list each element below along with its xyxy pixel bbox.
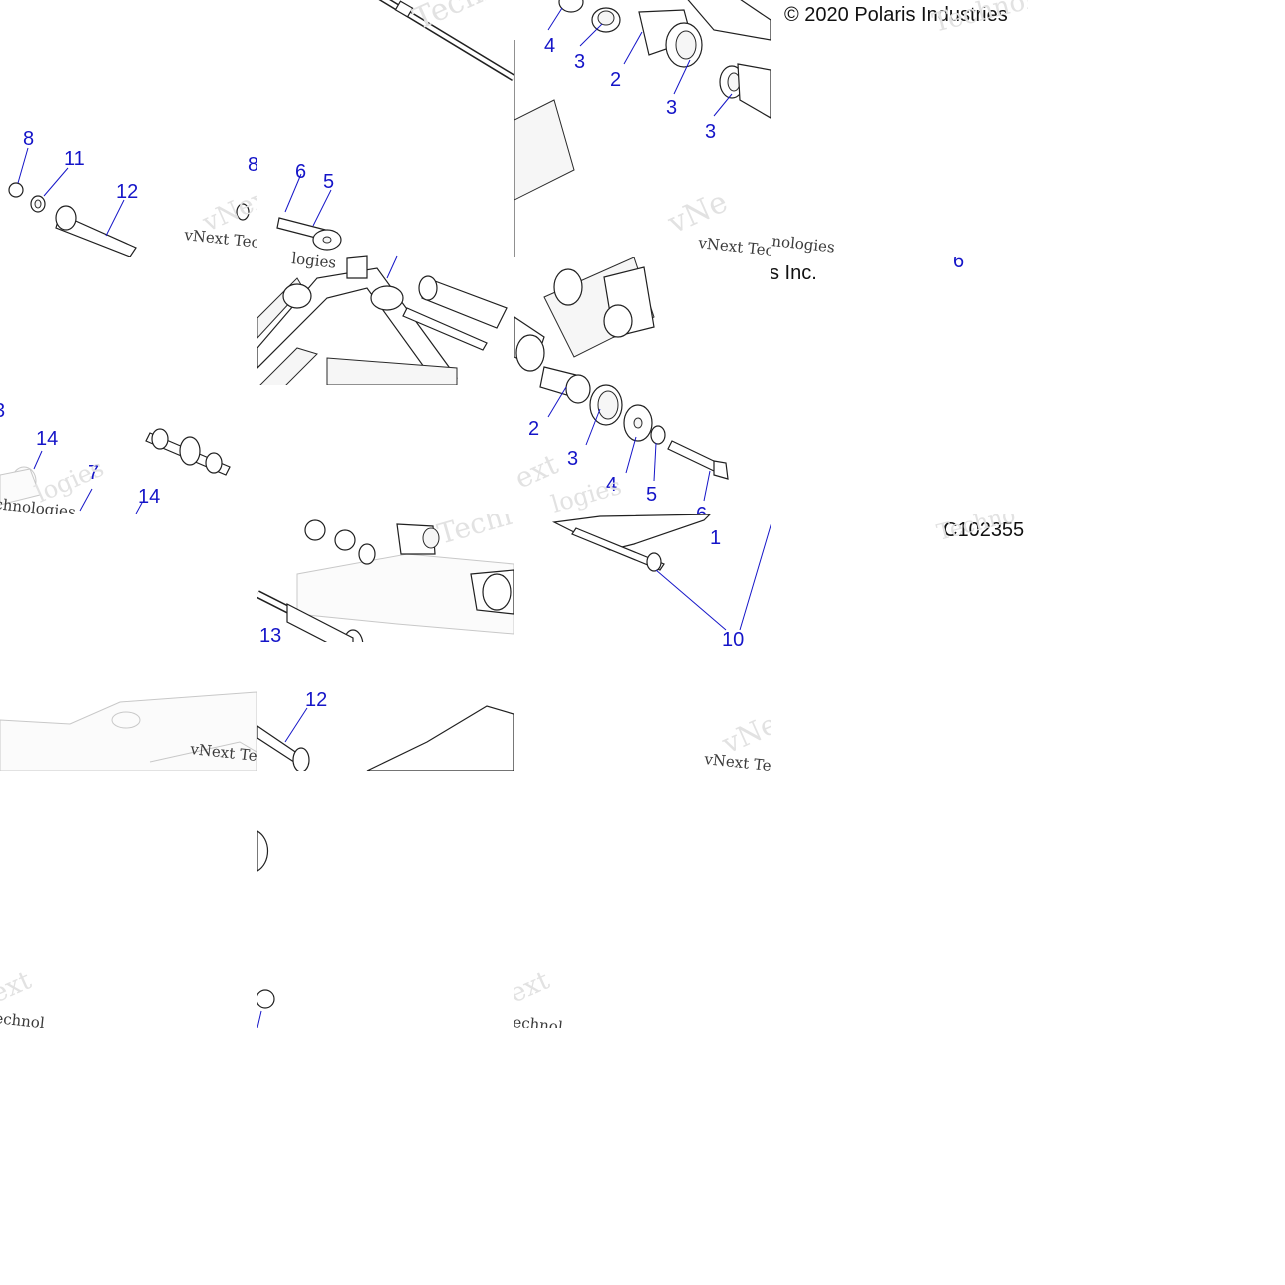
diagram-tile-lower-left-blank: ext echnol: [0, 771, 257, 1028]
rear-mount-bracket: [543, 257, 655, 358]
callout-number: 12: [116, 181, 138, 203]
watermark-text: vNext Technologies: [703, 750, 771, 771]
watermark-text: vNext Technologies: [697, 234, 771, 257]
watermark-text: echnol: [514, 1013, 564, 1028]
mounting-plate: [551, 514, 711, 572]
diagram-tile-rod-detail: 12: [257, 642, 514, 771]
callout-leaders: [547, 386, 711, 502]
bushing-stack: [558, 0, 771, 119]
bushing-set: [304, 519, 514, 615]
callout-leaders: [655, 523, 771, 631]
diagram-tile-lower-center-blank: [257, 771, 514, 1028]
pivot-bolt: [257, 705, 514, 771]
pivot-tube-stack: [514, 316, 729, 480]
callout-number: 13: [259, 625, 281, 647]
callout-number: 6: [696, 504, 707, 514]
callout-number: 14: [36, 428, 58, 450]
callout-number: 3: [666, 97, 677, 119]
callout-number: 12: [305, 689, 327, 711]
shock-bolt: [0, 428, 231, 506]
diagram-tile-mid-center-right: 2 3 4 5 6 ext logies: [514, 257, 771, 514]
watermark-text: logies: [291, 249, 337, 272]
callout-number: 8: [248, 154, 257, 176]
watermark-text: nologies: [771, 232, 836, 257]
callout-number: 5: [323, 171, 334, 193]
upper-a-arm: [257, 267, 458, 385]
callout-leaders: [17, 147, 125, 237]
callout-number: 4: [606, 474, 617, 496]
callout-number: 6: [295, 161, 306, 183]
pivot-hardware: [8, 182, 250, 257]
watermark-text: vNe: [662, 185, 733, 242]
callout-number: 3: [705, 121, 716, 143]
frame-ghost: [0, 691, 257, 771]
watermark-text: vNext Tec: [183, 226, 257, 252]
callout-number: 11: [64, 148, 85, 170]
diagram-tile-top-right: © 2020 Polaris Industries Technologies n…: [771, 0, 1028, 257]
copyright-notice-tail: s Inc.: [771, 262, 817, 284]
callout-number: 2: [610, 69, 621, 91]
copyright-notice: © 2020 Polaris Industries: [784, 4, 1008, 26]
callout-leaders: [547, 7, 733, 117]
callout-number: 7: [88, 462, 99, 484]
diagram-tile-mid-right: s Inc. 6: [771, 257, 1028, 514]
callout-number: 4: [544, 35, 555, 57]
diagram-tile-bottom-left: vNext Tec: [0, 642, 257, 771]
watermark-text: Technologies: [929, 0, 1028, 39]
callout-number: 10: [722, 629, 744, 651]
callout-number: 14: [138, 486, 160, 508]
callout-leaders: [284, 173, 398, 279]
callout-number: 3: [567, 448, 578, 470]
callout-number: 6: [953, 257, 964, 272]
bolt-assembly: [259, 217, 508, 385]
callout-number: 3: [574, 51, 585, 73]
diagram-tile-bottom-right: C102355 Techno 5-4: [771, 514, 1028, 771]
suspension-rod: [378, 0, 514, 81]
watermark-text: Techno: [408, 0, 514, 37]
watermark-text: ext: [514, 965, 554, 1009]
callout-number: 8: [23, 128, 34, 150]
callout-number: 5: [646, 484, 657, 506]
watermark-text: ext: [514, 447, 563, 495]
diagram-tile-top-center-right: 4 3 2 3 3 vNe vNext Technologies: [514, 0, 771, 257]
diagram-tile-lower-left: 3 14 7 14 logies chnologies: [0, 385, 257, 514]
watermark-text: ext: [0, 965, 36, 1009]
diagram-tile-bottom-center-right: 1 10 vNext Technologies vNe: [514, 514, 771, 771]
callout-number: 3: [0, 400, 5, 422]
figure-code: C102355: [943, 519, 1024, 541]
callout-number: 1: [710, 527, 721, 549]
swing-arm-frame: [514, 0, 771, 257]
diagram-tile-mid-left-upper: 8 11 12 8 vNext vNext Tec: [0, 128, 257, 257]
diagram-tile-lower-right-blank: ext echnol: [514, 771, 771, 1028]
diagram-tile-mid-center-left: 6 5 9 logies: [257, 128, 514, 385]
watermark-text: Technologies: [434, 514, 514, 551]
watermark-text: echnol: [0, 1009, 46, 1028]
callout-number: 2: [528, 418, 539, 440]
callout-leaders: [33, 450, 143, 514]
